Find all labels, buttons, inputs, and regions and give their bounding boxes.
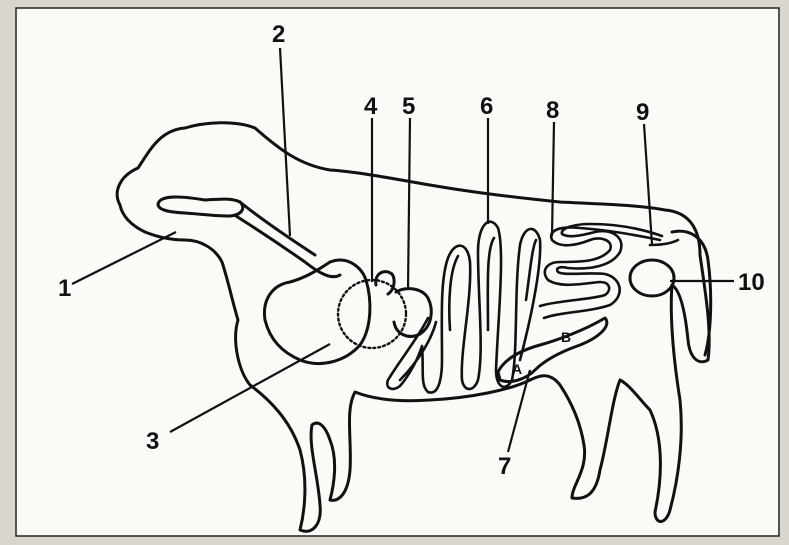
label-6: 6 [480, 93, 493, 120]
label-8: 8 [546, 97, 559, 124]
label-3: 3 [146, 428, 159, 455]
label-5: 5 [402, 93, 415, 120]
label-10: 10 [738, 269, 765, 296]
label-4: 4 [364, 93, 378, 120]
label-2: 2 [272, 21, 285, 48]
label-9: 9 [636, 99, 649, 126]
label-7: 7 [498, 453, 511, 480]
region-a-label: A [512, 361, 522, 377]
diagram-frame [16, 8, 779, 536]
label-1: 1 [58, 275, 71, 302]
region-b-label: B [561, 329, 571, 345]
